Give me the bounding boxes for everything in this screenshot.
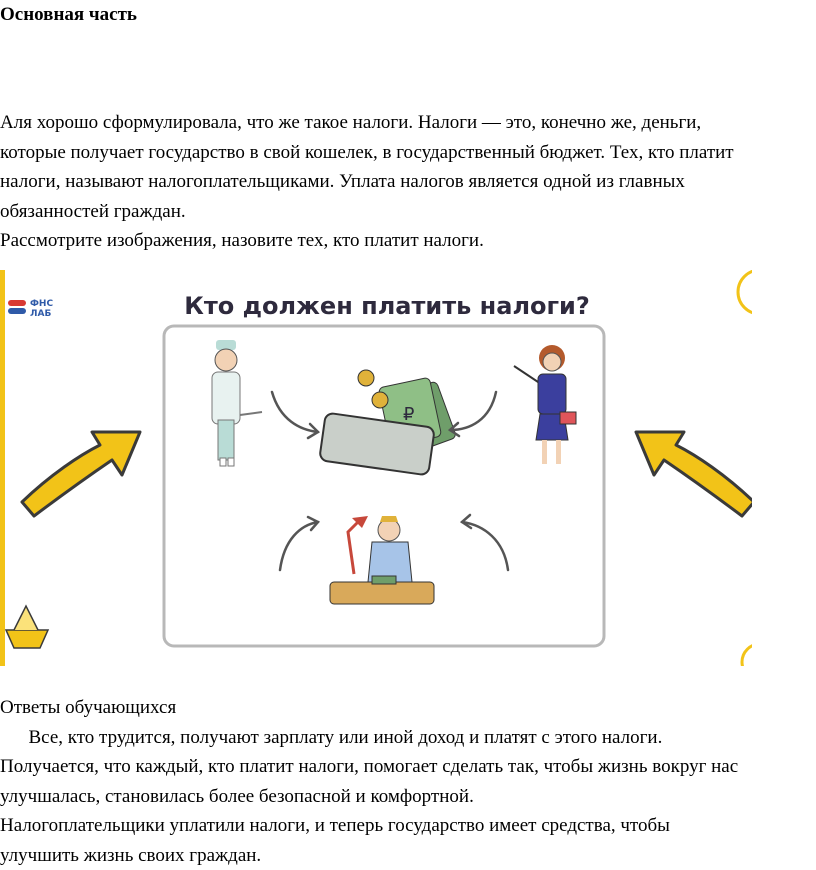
answers-paragraph: Ответы обучающихся Все, кто трудится, по… (0, 693, 738, 870)
yellow-circle-bottom-right (742, 644, 752, 666)
text-line: налоги, называют налогоплательщиками. Уп… (0, 167, 734, 197)
text-line: которые получает государство в свой коше… (0, 138, 734, 168)
text-line: Рассмотрите изображения, назовите тех, к… (0, 226, 734, 256)
text-line: Получается, что каждый, кто платит налог… (0, 752, 738, 782)
text-line: улучшить жизнь своих граждан. (0, 841, 738, 870)
text-line: Аля хорошо сформулировала, что же такое … (0, 108, 734, 138)
answers-title: Ответы обучающихся (0, 693, 738, 723)
figure-title: Кто должен платить налоги? (184, 292, 590, 320)
yellow-circle-top-right (738, 270, 752, 314)
ruble-symbol: ₽ (403, 404, 414, 425)
fns-lab-logo: ФНС ЛАБ (8, 299, 53, 319)
logo-line1: ФНС (30, 299, 53, 309)
logo-line2: ЛАБ (30, 309, 51, 319)
yellow-border-left (0, 270, 5, 666)
yellow-arrow-left (22, 432, 140, 516)
section-heading: Основная часть (0, 4, 137, 26)
taxpayers-illustration: ФНС ЛАБ Кто должен платить налоги? (0, 270, 752, 666)
text-line: Все, кто трудится, получают зарплату или… (0, 723, 738, 753)
text-line: обязанностей граждан. (0, 197, 734, 227)
text-line: улучшалась, становилась более безопасной… (0, 782, 738, 812)
text-line: Налогоплательщики уплатили налоги, и теп… (0, 811, 738, 841)
yellow-arrow-right (636, 432, 752, 516)
paper-boat-icon (6, 606, 48, 648)
intro-paragraph: Аля хорошо сформулировала, что же такое … (0, 108, 734, 256)
